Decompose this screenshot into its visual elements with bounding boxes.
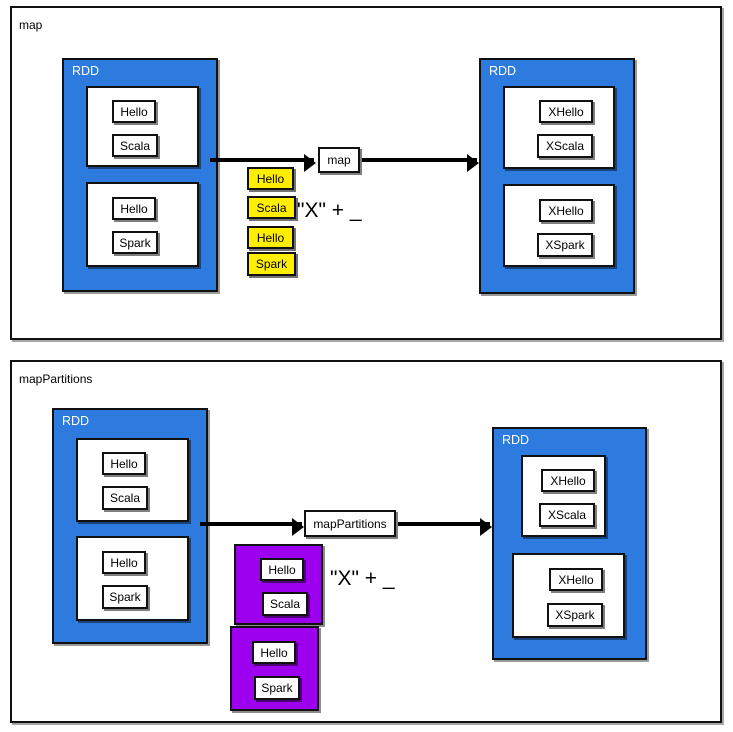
panel-map: map RDD Hello Scala Hello Spark map Hell… — [10, 6, 722, 340]
result-rdd-map: RDD XHello XScala XHello XSpark — [479, 58, 635, 294]
highlight-partition-box: Hello Spark — [230, 626, 319, 711]
element-chip: Hello — [112, 197, 156, 220]
element-chip: Scala — [262, 592, 308, 616]
rdd-label: RDD — [489, 64, 517, 78]
operator-box-mappartitions: mapPartitions — [304, 510, 396, 537]
element-chip: XSpark — [537, 233, 593, 257]
element-chip: Hello — [252, 641, 296, 664]
element-chip: Scala — [112, 134, 158, 157]
arrow-operator-to-result — [362, 154, 479, 172]
element-chip: XHello — [541, 469, 595, 492]
rdd-label: RDD — [502, 433, 530, 447]
operator-box-map: map — [318, 147, 360, 173]
element-chip: XHello — [549, 568, 603, 591]
rdd-label: RDD — [72, 64, 100, 78]
highlight-partition-box: Hello Scala — [234, 544, 323, 625]
partition-box: Hello Scala — [76, 438, 189, 522]
partition-box: XHello XSpark — [512, 553, 625, 638]
element-chip: Spark — [254, 676, 300, 700]
element-chip: XHello — [539, 100, 593, 123]
formula-text-mappartitions: "X" + _ — [330, 567, 395, 590]
element-chip: XScala — [537, 134, 593, 158]
element-chip: Hello — [260, 558, 304, 581]
highlight-element-chip: Spark — [247, 252, 296, 276]
arrow-source-to-operator — [200, 518, 304, 536]
source-rdd-map: RDD Hello Scala Hello Spark — [62, 58, 218, 292]
source-rdd-mappartitions: RDD Hello Scala Hello Spark — [52, 408, 208, 644]
element-chip: Hello — [102, 551, 146, 574]
partition-box: Hello Scala — [86, 86, 199, 167]
highlight-element-chip: Hello — [247, 226, 294, 249]
element-chip: XHello — [539, 199, 593, 222]
element-chip: Hello — [112, 100, 156, 123]
formula-text-map: "X" + _ — [297, 199, 362, 222]
element-chip: Scala — [102, 486, 148, 510]
highlight-element-chip: Hello — [247, 167, 294, 190]
partition-box: XHello XSpark — [503, 184, 615, 267]
panel-title-map: map — [19, 18, 43, 32]
result-rdd-mappartitions: RDD XHello XScala XHello XSpark — [492, 427, 647, 660]
partition-box: Hello Spark — [86, 182, 199, 267]
arrow-source-to-operator — [210, 154, 316, 172]
element-chip: XScala — [539, 503, 595, 527]
panel-mappartitions: mapPartitions RDD Hello Scala Hello Spar… — [10, 360, 722, 723]
element-chip: Spark — [112, 231, 158, 254]
partition-box: XHello XScala — [521, 455, 606, 537]
element-chip: Hello — [102, 452, 146, 475]
element-chip: XSpark — [547, 603, 603, 627]
arrow-operator-to-result — [398, 518, 492, 536]
panel-title-mappartitions: mapPartitions — [19, 372, 93, 386]
element-chip: Spark — [102, 585, 148, 609]
rdd-label: RDD — [62, 414, 90, 428]
partition-box: XHello XScala — [503, 86, 615, 169]
partition-box: Hello Spark — [76, 536, 189, 621]
highlight-element-chip: Scala — [247, 196, 296, 219]
